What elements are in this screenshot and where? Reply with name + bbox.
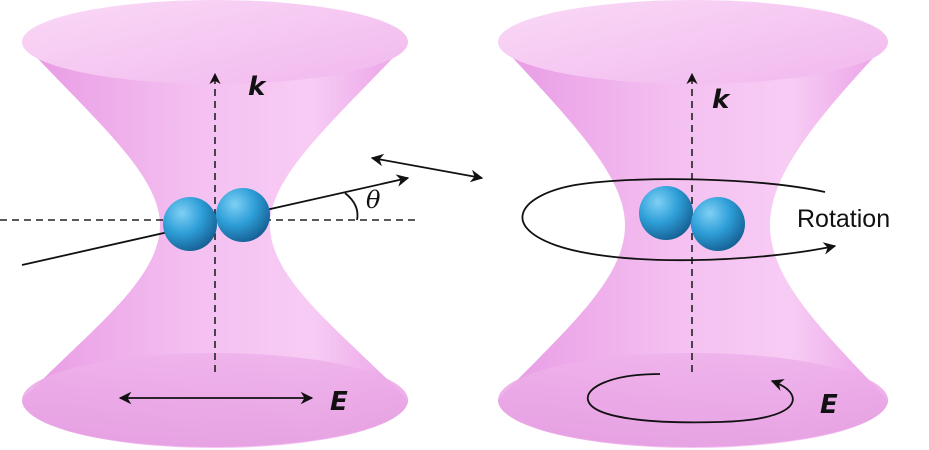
left-e-label: E bbox=[330, 387, 348, 417]
rotation-orbit-front bbox=[554, 242, 837, 262]
right-atom-front bbox=[691, 197, 745, 251]
right-beam-body bbox=[498, 42, 888, 448]
right-beam-bottom-cap bbox=[498, 353, 888, 447]
left-beam-top-cap bbox=[22, 0, 408, 84]
right-panel: k Rotation E bbox=[498, 0, 890, 448]
right-e-label: E bbox=[820, 390, 838, 420]
right-beam-top-cap bbox=[498, 0, 888, 84]
left-atom-front bbox=[163, 197, 217, 251]
left-atom-back bbox=[216, 188, 270, 242]
right-k-label: k bbox=[712, 85, 731, 115]
rotation-label: Rotation bbox=[797, 205, 890, 233]
left-panel: k θ E bbox=[0, 0, 484, 448]
theta-label: θ bbox=[366, 186, 381, 214]
left-k-label: k bbox=[248, 72, 267, 102]
rotation-orbit-back bbox=[521, 178, 826, 246]
theta-arc bbox=[344, 192, 359, 221]
oscillation-arrow bbox=[370, 153, 484, 183]
right-e-field-circular-arrow bbox=[587, 373, 794, 424]
right-atom-back bbox=[639, 186, 693, 240]
